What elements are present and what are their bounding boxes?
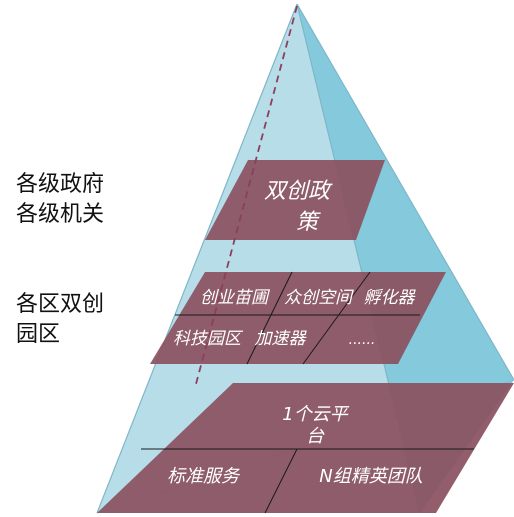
layer-top-label-line-2: 策 [296,210,321,235]
layer-middle-cell-accelerator: 加速器 [255,329,308,349]
side-label-government: 各级政府 各级机关 [16,170,104,230]
layer-middle-cell-incubator: 孵化器 [364,288,417,308]
side-label-government-line-1: 各级政府 [16,172,105,197]
layer-middle-grid-v1 [246,271,293,365]
layer-middle-cell-tech-park: 科技园区 [173,329,244,349]
layer-bottom-cell-standard-service: 标准服务 [167,466,241,487]
pyramid-dashed-axis [195,5,298,385]
pyramid-edge-right [296,3,514,381]
side-label-government-line-2: 各级机关 [16,202,105,227]
layer-bottom-grid-v [264,448,298,514]
layer-bottom-slab [97,383,514,513]
layer-middle-cell-ellipsis: ...... [349,332,376,348]
layer-middle-grid-v2 [302,271,371,365]
side-label-parks-line-1: 各区双创 [16,292,105,317]
side-label-parks: 各区双创 园区 [16,290,104,350]
layer-middle-cell-incubator-nursery: 创业苗圃 [200,288,271,308]
layer-top-label-line-1: 双创政 [264,179,333,204]
layer-bottom-platform-line-2: 台 [306,426,325,447]
layer-bottom-platform-line-1: 1个云平 [282,404,349,425]
pyramid-edge-left [96,3,298,514]
side-label-parks-line-2: 园区 [16,322,61,347]
layer-middle-cell-makerspace: 众创空间 [284,288,354,308]
layer-middle-slab [150,272,446,364]
layer-bottom-cell-elite-team: N组精英团队 [319,466,422,487]
